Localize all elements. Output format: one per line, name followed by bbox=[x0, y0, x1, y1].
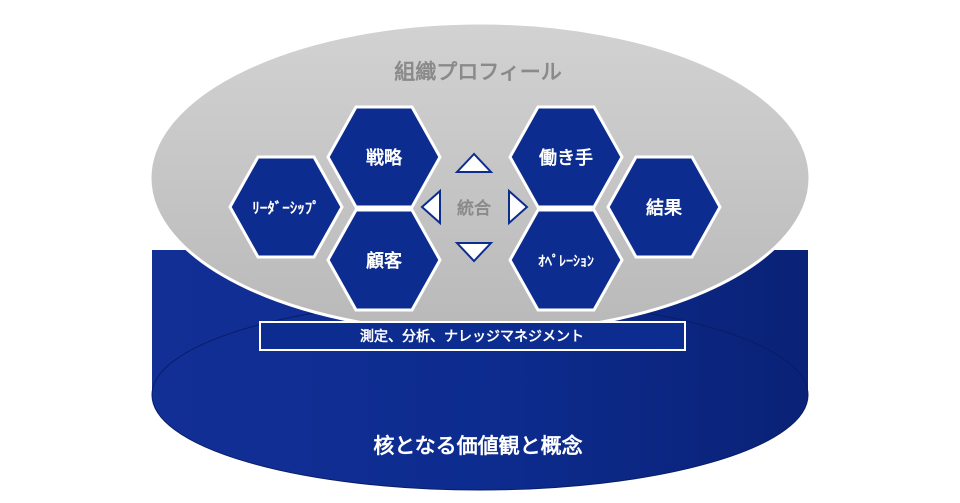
hexagon-shape bbox=[508, 105, 624, 209]
hexagon-shape bbox=[228, 155, 344, 259]
arrow-right-icon bbox=[508, 188, 529, 226]
hexagon-shape bbox=[326, 105, 442, 209]
arrow-down-icon bbox=[454, 242, 494, 263]
hexagon-label: 働き手 bbox=[538, 147, 593, 169]
base-label: 核となる価値観と概念 bbox=[373, 434, 582, 458]
hexagon-label: 顧客 bbox=[366, 250, 403, 272]
hexagon-label: ﾘｰﾀﾞｰｼｯﾌﾟ bbox=[252, 199, 320, 217]
hexagon-label: 結果 bbox=[646, 197, 683, 219]
center-label: 統合 bbox=[457, 198, 492, 219]
hexagon-strategy: 戦略 bbox=[326, 105, 442, 209]
hexagon-customer: 顧客 bbox=[326, 208, 442, 312]
diagram-title: 組織プロフィール bbox=[394, 60, 562, 84]
hexagon-shape bbox=[326, 208, 442, 312]
arrow-up-icon bbox=[454, 152, 494, 173]
arrow-left-icon bbox=[420, 188, 441, 226]
hexagon-workforce: 働き手 bbox=[508, 105, 624, 209]
hexagon-shape bbox=[606, 155, 722, 259]
integration-center: 統合 bbox=[420, 152, 529, 263]
measurement-bar-label: 測定、分析、ナレッジマネジメント bbox=[360, 328, 584, 345]
hexagon-label: ｵﾍﾟﾚｰｼｮﾝ bbox=[538, 253, 594, 270]
hexagon-operations: ｵﾍﾟﾚｰｼｮﾝ bbox=[508, 208, 624, 312]
hexagon-label: 戦略 bbox=[366, 147, 403, 169]
hexagon-leadership: ﾘｰﾀﾞｰｼｯﾌﾟ bbox=[228, 155, 344, 259]
hexagon-shape bbox=[508, 208, 624, 312]
measurement-bar bbox=[259, 321, 686, 351]
hexagon-results: 結果 bbox=[606, 155, 722, 259]
